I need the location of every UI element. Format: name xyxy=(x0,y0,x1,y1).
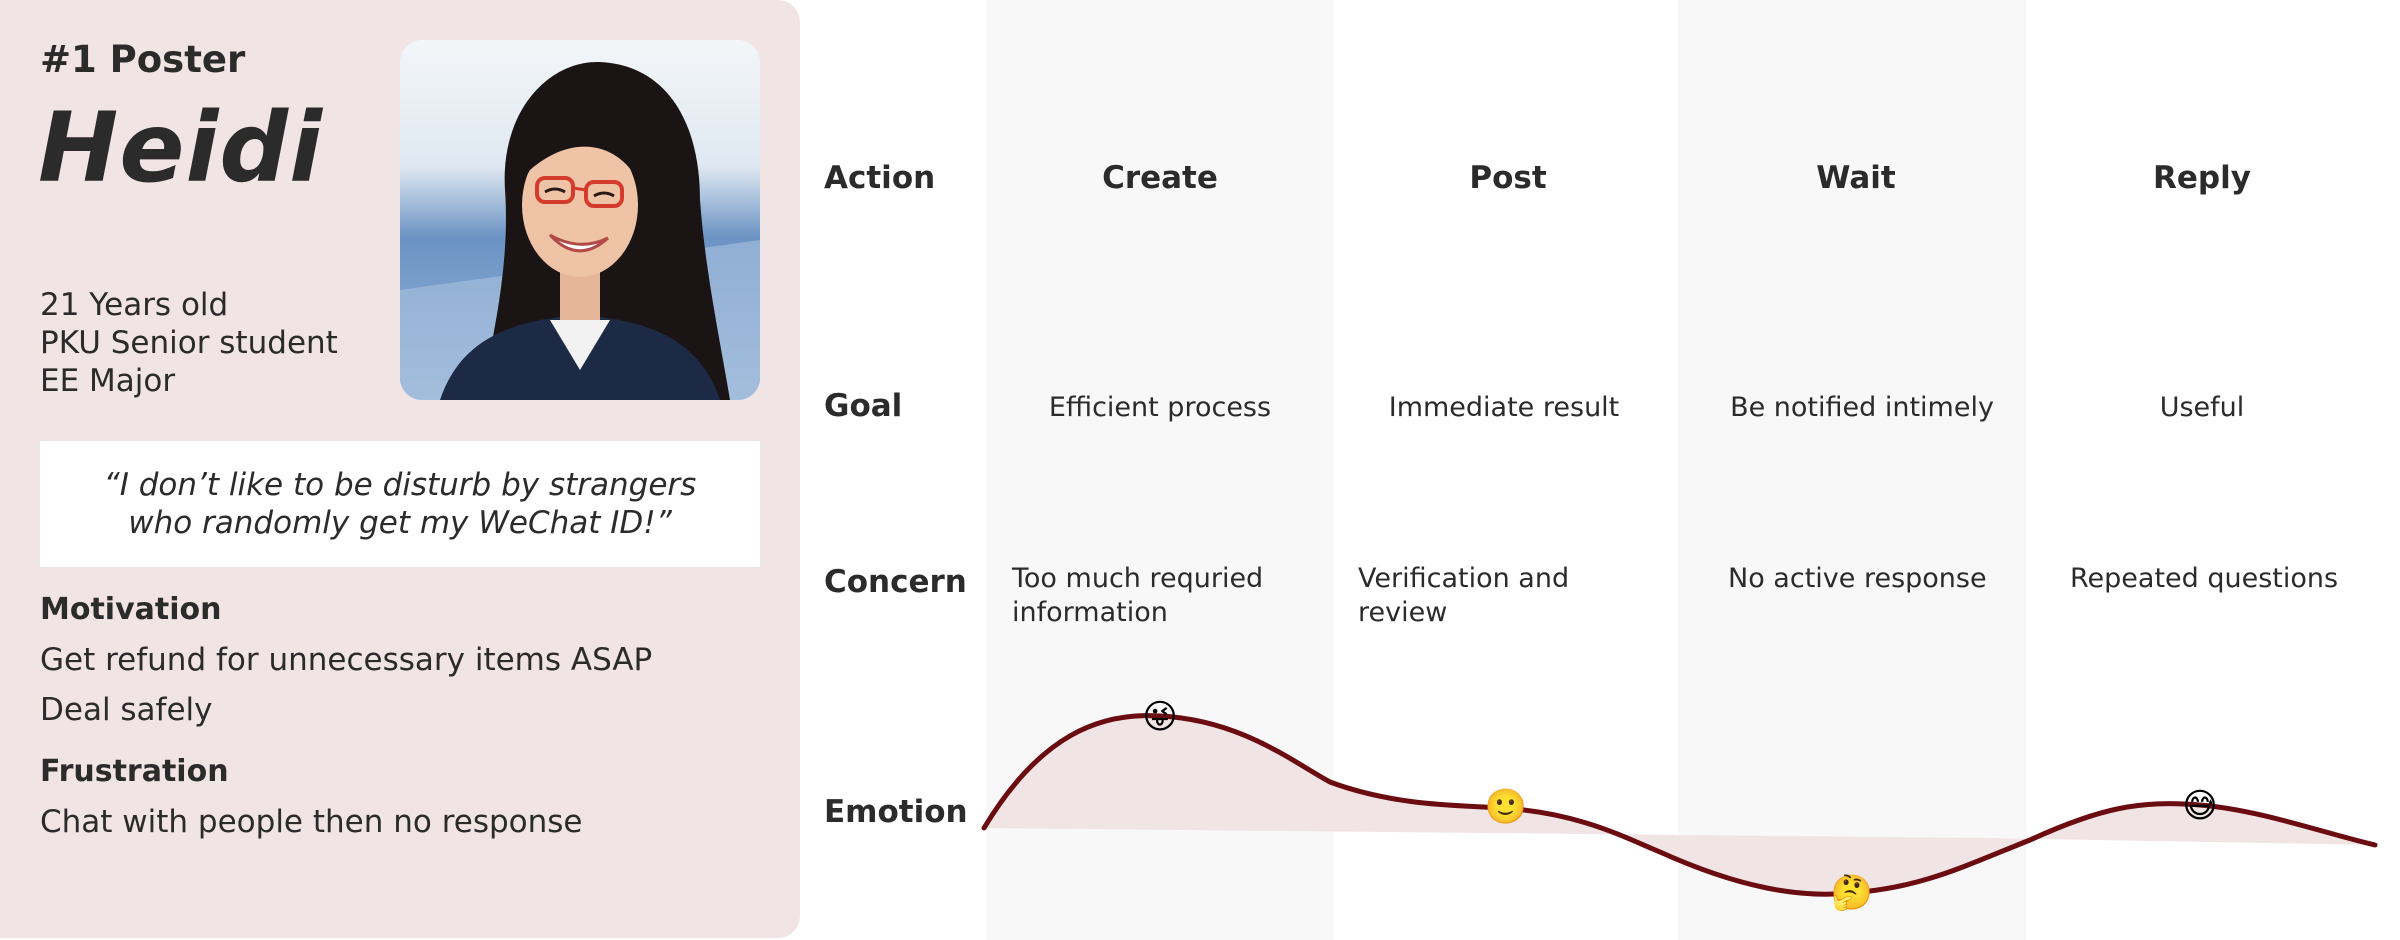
quote-line-2: who randomly get my WeChat ID!” xyxy=(128,505,672,541)
persona-photo xyxy=(400,40,760,400)
stage-column-wait xyxy=(1678,0,2026,940)
goal-reply: Useful xyxy=(2159,392,2245,423)
motivation-item: Deal safely xyxy=(40,692,213,728)
concern-wait: No active response xyxy=(1728,562,1987,596)
motivation-heading: Motivation xyxy=(40,592,222,627)
quote-line-1: “I don’t like to be disturb by strangers xyxy=(103,467,697,503)
persona-facts: 21 Years old PKU Senior student EE Major xyxy=(40,286,338,400)
persona-tag: #1 Poster xyxy=(40,38,246,81)
concern-reply: Repeated questions xyxy=(2070,562,2338,596)
stage-create: Create xyxy=(1102,160,1218,196)
motivation-item: Get refund for unnecessary items ASAP xyxy=(40,642,653,678)
concern-line: Too much requried xyxy=(1012,563,1264,594)
persona-school: PKU Senior student xyxy=(40,325,338,361)
persona-age: 21 Years old xyxy=(40,287,229,323)
concern-line: Verification and xyxy=(1358,563,1570,594)
row-label-emotion: Emotion xyxy=(824,794,968,830)
emotion-marker-post: 🙂 xyxy=(1485,787,1527,827)
stage-post: Post xyxy=(1469,160,1547,196)
concern-line: Repeated questions xyxy=(2070,563,2339,594)
concern-line: No active response xyxy=(1728,563,1987,594)
concern-post: Verification and review xyxy=(1358,562,1569,630)
frustration-heading: Frustration xyxy=(40,754,229,789)
stage-reply: Reply xyxy=(2153,160,2251,196)
emotion-curve xyxy=(981,713,2378,897)
row-label-concern: Concern xyxy=(824,564,967,600)
emotion-marker-create: 😜 xyxy=(1142,697,1177,737)
emotion-marker-wait: 🤔 xyxy=(1831,873,1873,913)
goal-wait: Be notified intimely xyxy=(1730,392,1994,423)
concern-line: review xyxy=(1358,597,1448,628)
row-label-action: Action xyxy=(824,160,936,196)
stage-wait: Wait xyxy=(1816,160,1896,196)
persona-name: Heidi xyxy=(38,92,323,204)
concern-create: Too much requried information xyxy=(1012,562,1263,630)
persona-card: #1 Poster Heidi 21 Years old PKU Senior … xyxy=(0,0,800,938)
persona-major: EE Major xyxy=(40,363,176,399)
concern-line: information xyxy=(1012,597,1168,628)
goal-create: Efficient process xyxy=(1048,392,1272,423)
goal-post: Immediate result xyxy=(1388,392,1620,423)
persona-quote: “I don’t like to be disturb by strangers… xyxy=(40,441,760,567)
frustration-item: Chat with people then no response xyxy=(40,804,583,840)
emotion-marker-reply: 😅 xyxy=(2182,786,2217,826)
row-label-goal: Goal xyxy=(824,388,903,424)
